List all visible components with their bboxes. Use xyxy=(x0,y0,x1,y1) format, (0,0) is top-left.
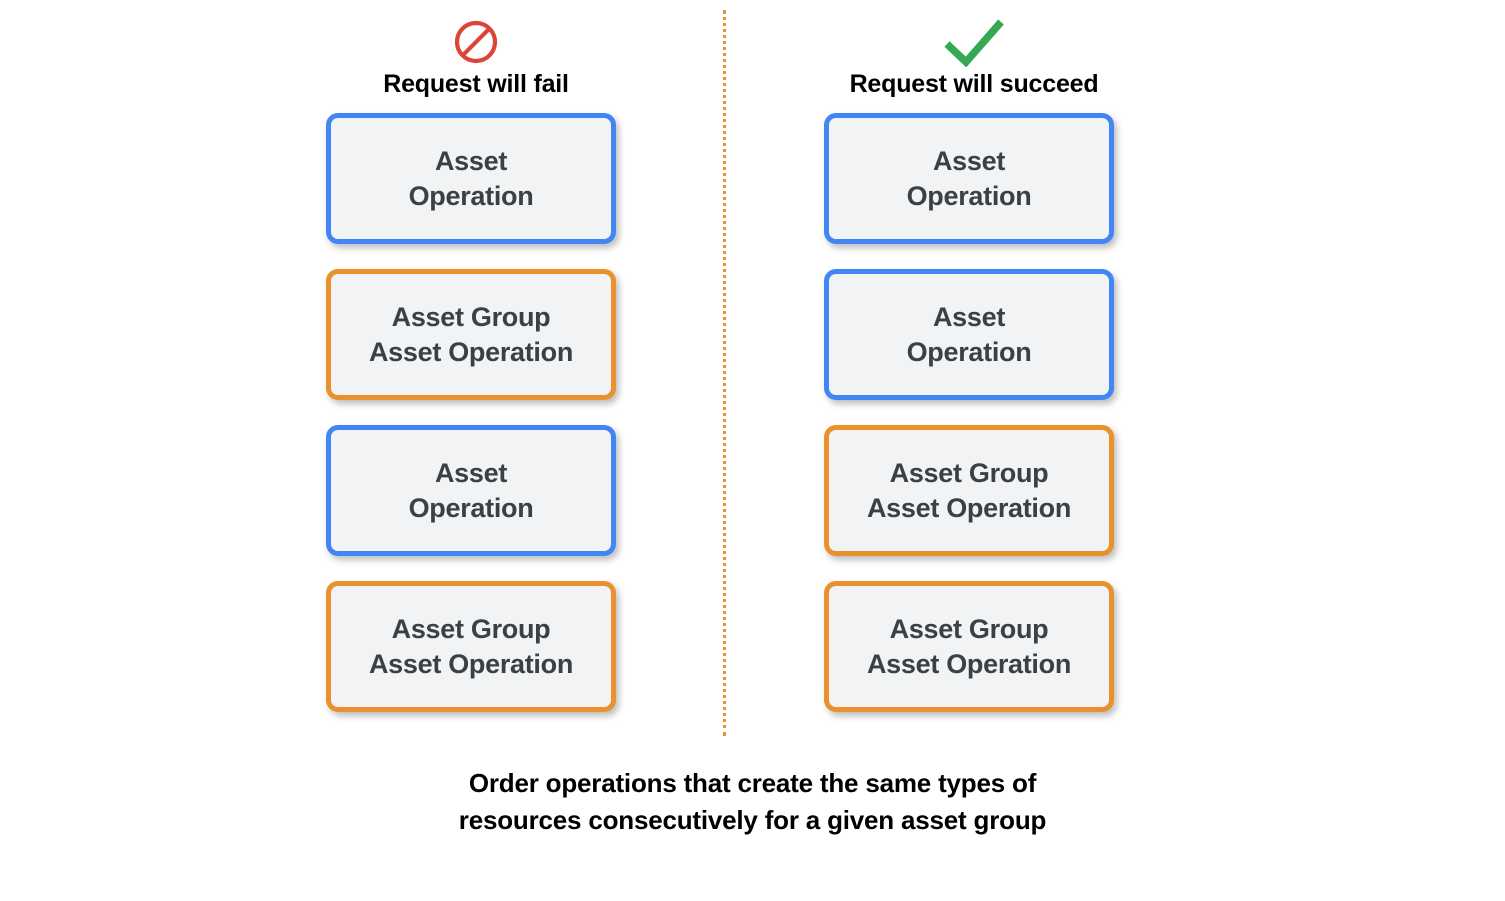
column-title-fail: Request will fail xyxy=(383,70,569,98)
column-header-succeed: Request will succeed xyxy=(824,0,1124,113)
checkmark-icon xyxy=(941,14,1007,70)
column-request-will-succeed: Request will succeed Asset Operation Ass… xyxy=(824,0,1124,712)
operation-box[interactable]: Asset Operation xyxy=(326,113,616,244)
operation-box[interactable]: Asset Group Asset Operation xyxy=(326,269,616,400)
operation-box[interactable]: Asset Operation xyxy=(824,113,1114,244)
operation-box-label: Asset Group Asset Operation xyxy=(368,613,574,679)
operation-box-label: Asset Group Asset Operation xyxy=(368,301,574,367)
operation-box[interactable]: Asset Group Asset Operation xyxy=(824,581,1114,712)
operation-box-label: Asset Operation xyxy=(408,145,534,211)
column-request-will-fail: Request will fail Asset Operation Asset … xyxy=(326,0,626,712)
column-title-succeed: Request will succeed xyxy=(849,70,1099,98)
operation-box-label: Asset Group Asset Operation xyxy=(866,613,1072,679)
prohibition-icon xyxy=(453,14,499,70)
box-stack-fail: Asset Operation Asset Group Asset Operat… xyxy=(326,113,626,712)
operation-box[interactable]: Asset Operation xyxy=(824,269,1114,400)
operation-box-label: Asset Operation xyxy=(408,457,534,523)
column-divider xyxy=(723,10,726,736)
column-header-fail: Request will fail xyxy=(326,0,626,113)
operation-box-label: Asset Operation xyxy=(906,145,1032,211)
operation-box[interactable]: Asset Operation xyxy=(326,425,616,556)
operation-box[interactable]: Asset Group Asset Operation xyxy=(326,581,616,712)
operation-box-label: Asset Operation xyxy=(906,301,1032,367)
diagram-caption: Order operations that create the same ty… xyxy=(458,768,1047,835)
box-stack-succeed: Asset Operation Asset Operation Asset Gr… xyxy=(824,113,1124,712)
operation-box[interactable]: Asset Group Asset Operation xyxy=(824,425,1114,556)
operation-box-label: Asset Group Asset Operation xyxy=(866,457,1072,523)
